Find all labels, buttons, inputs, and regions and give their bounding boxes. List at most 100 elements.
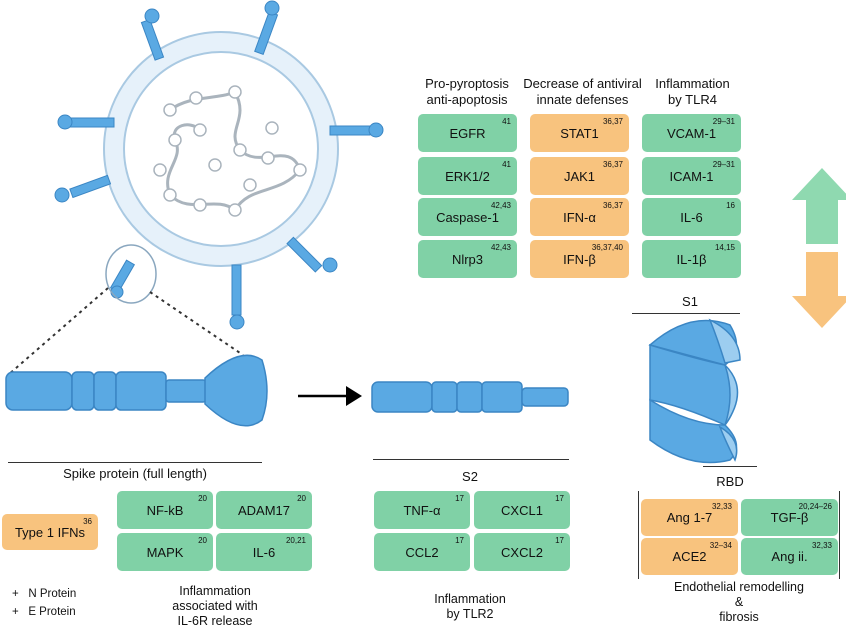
endo-bracket-left (638, 491, 639, 579)
box-ref: 36,37 (602, 160, 623, 169)
box-label: IL-1β (676, 251, 707, 267)
caption-line: associated with (172, 599, 258, 613)
box-label: STAT1 (560, 125, 599, 141)
box-tnf: TNF-α 17 (374, 491, 470, 529)
box-ref: 20 (297, 494, 306, 503)
col3-header-line1: Inflammation (655, 76, 730, 91)
caption-line: & (734, 595, 744, 609)
up-down-arrow-icon (792, 168, 846, 328)
tlr2-caption: Inflammation by TLR2 (420, 592, 520, 622)
col1-header-line2: anti-apoptosis (426, 92, 508, 107)
box-label: ACE2 (672, 549, 707, 564)
caption-line: Inflammation (179, 584, 251, 598)
box-ang-ii: Ang ii.32,33 (741, 538, 838, 575)
s1-fragment (648, 318, 741, 464)
caption-line: by TLR2 (446, 607, 494, 621)
box-label: TNF-α (403, 502, 441, 518)
box-ref: 41 (502, 117, 511, 126)
box-ref: 14,15 (714, 243, 735, 252)
box-jak1: JAK1 36,37 (530, 157, 629, 195)
box-ref: 42,43 (490, 243, 511, 252)
box-label: VCAM-1 (666, 125, 717, 141)
full-spike (5, 354, 268, 427)
box-label: IFN-α (563, 209, 596, 225)
legend-text: E Protein (28, 606, 76, 618)
zoom-line-right (149, 291, 244, 356)
caption-line: Endothelial remodelling (674, 580, 804, 594)
box-ref: 20,21 (285, 536, 306, 545)
col3-header: Inflammation by TLR4 (640, 76, 745, 108)
box-ref: 41 (502, 160, 511, 169)
box-ref: 29–31 (712, 160, 735, 169)
box-cxcl2: CXCL2 17 (474, 533, 570, 571)
spike-label: Spike protein (full length) (63, 466, 207, 481)
surface-spikes (54, 0, 384, 330)
box-ref: 32,33 (811, 541, 832, 550)
legend-text: N Protein (28, 588, 77, 600)
rbd-rule (703, 466, 757, 467)
box-label: Ang 1-7 (666, 510, 713, 525)
col1-header-line1: Pro-pyroptosis (425, 76, 509, 91)
box-label: Ang ii. (771, 549, 808, 564)
s2-label: S2 (462, 469, 478, 484)
box-label: JAK1 (563, 168, 596, 184)
box-ref: 17 (555, 536, 564, 545)
box-label: Type 1 IFNs (14, 524, 86, 540)
box-ref: 32–34 (709, 541, 732, 550)
plus-icon: + (12, 588, 19, 600)
caption-line: IL-6R release (177, 614, 253, 628)
box-ref: 20,24–26 (798, 502, 832, 511)
box-ref: 42,43 (490, 201, 511, 210)
col1-header: Pro-pyroptosis anti-apoptosis (412, 76, 522, 108)
box-label: ADAM17 (237, 502, 291, 518)
box-il1b: IL-1β 14,15 (642, 240, 741, 278)
box-egfr: EGFR 41 (418, 114, 517, 152)
box-ref: 36,37 (602, 117, 623, 126)
box-ref: 16 (726, 201, 735, 210)
arrow-right-icon (298, 386, 362, 406)
virion (103, 31, 339, 267)
box-ref: 17 (455, 494, 464, 503)
s2-rule (373, 459, 569, 460)
box-adam17: ADAM17 20 (216, 491, 312, 529)
box-ref: 36 (83, 517, 92, 526)
box-label: MAPK (146, 544, 184, 560)
plus-icon: + (12, 606, 19, 618)
box-label: CCL2 (405, 544, 439, 560)
col2-header-line1: Decrease of antiviral (523, 76, 642, 91)
box-label: TGF-β (770, 510, 809, 525)
legend-e-protein: + E Protein (12, 606, 76, 618)
box-label: CXCL2 (501, 544, 543, 560)
col2-header-line2: innate defenses (536, 92, 629, 107)
box-label: IL-6 (680, 209, 703, 225)
box-label: NF-kB (146, 502, 184, 518)
box-ref: 17 (455, 536, 464, 545)
il6r-caption: Inflammation associated with IL-6R relea… (150, 584, 280, 629)
spike-rule (8, 462, 262, 463)
box-ref: 20 (198, 494, 207, 503)
box-il6: IL-6 16 (642, 198, 741, 236)
box-ccl2: CCL2 17 (374, 533, 470, 571)
caption-line: fibrosis (719, 610, 759, 624)
endo-bracket-right (839, 491, 840, 579)
caption-line: Inflammation (434, 592, 506, 606)
box-ref: 36,37,40 (591, 243, 623, 252)
box-label: EGFR (449, 125, 486, 141)
box-ref: 17 (555, 494, 564, 503)
legend-n-protein: + N Protein (12, 588, 76, 600)
box-ref: 32,33 (711, 502, 732, 511)
box-ref: 29–31 (712, 117, 735, 126)
